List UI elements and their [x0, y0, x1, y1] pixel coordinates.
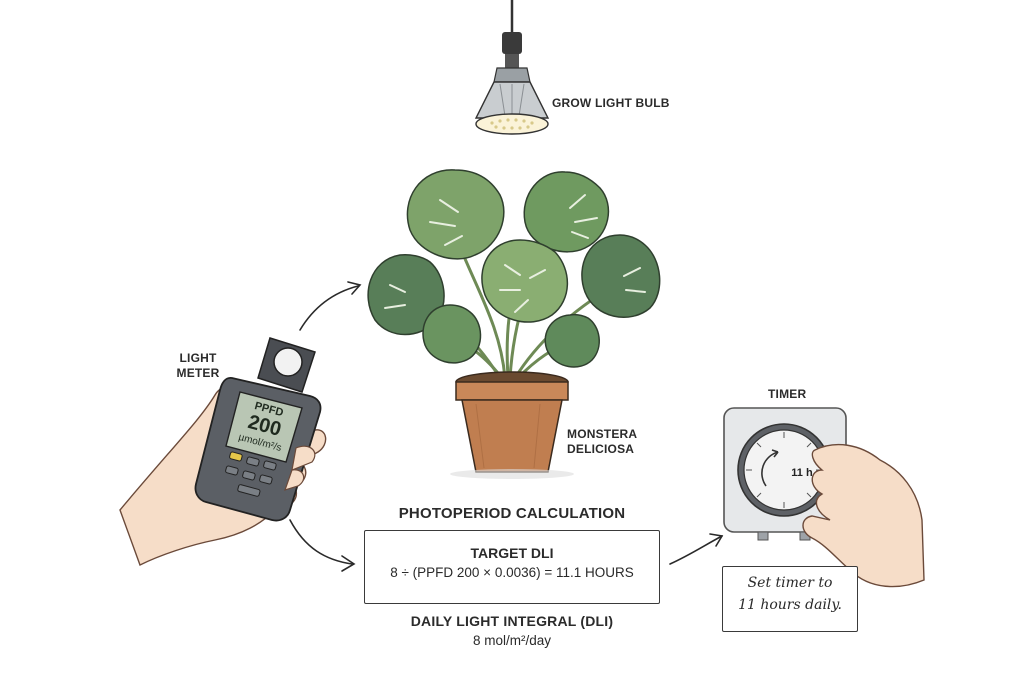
grow-light-bulb [474, 0, 550, 135]
timer-note-line1: Set timer to [747, 575, 833, 591]
plant-label-line2: DELICIOSA [567, 442, 635, 456]
timer-label: TIMER [768, 387, 807, 401]
arrow-meter-to-plant [299, 285, 359, 331]
timer-note-line2: 11 hours daily. [738, 597, 842, 613]
light-meter-label-line2: METER [176, 366, 220, 380]
calculation-formula: 8 ÷ (PPFD 200 × 0.0036) = 11.1 HOURS [390, 565, 634, 580]
timer-note: Set timer to 11 hours daily. [722, 566, 858, 632]
arrow-calculation-to-timer [669, 535, 723, 565]
grow-light-label: GROW LIGHT BULB [552, 96, 670, 110]
arrow-meter-to-calculation [289, 519, 353, 565]
monstera-plant [367, 169, 661, 479]
light-meter-label-line1: LIGHT [179, 351, 217, 365]
timer-hours-text: 11 h [791, 467, 813, 479]
calculation-box: TARGET DLI 8 ÷ (PPFD 200 × 0.0036) = 11.… [364, 530, 660, 604]
plant-label-line1: MONSTERA [567, 427, 638, 441]
timer-hand [802, 443, 925, 588]
timer-device: 11 h [723, 407, 847, 541]
dli-title: DAILY LIGHT INTEGRAL (DLI) [410, 613, 614, 629]
flow-arrows [289, 281, 724, 572]
calculation-box-title: TARGET DLI [470, 545, 554, 561]
plant-label: MONSTERA DELICIOSA [567, 427, 637, 457]
light-meter-label: LIGHT METER [168, 351, 228, 381]
calculation-heading: PHOTOPERIOD CALCULATION [398, 505, 626, 522]
light-meter-device: PPFD 200 µmol/m²/s [194, 337, 322, 522]
dli-value: 8 mol/m²/day [472, 633, 552, 648]
